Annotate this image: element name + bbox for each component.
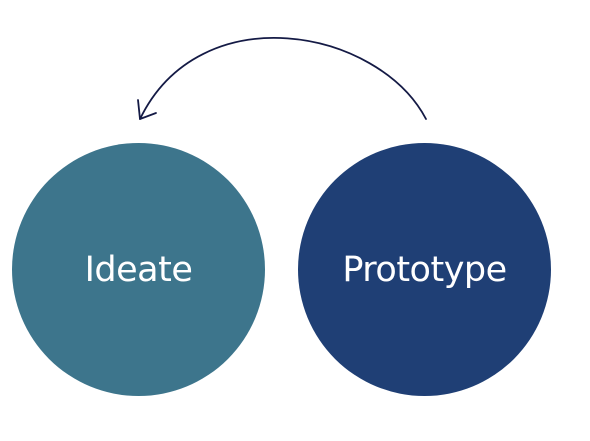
prototype-circle: Prototype xyxy=(298,143,551,396)
arrowhead-icon xyxy=(137,99,157,120)
ideate-circle: Ideate xyxy=(12,143,265,396)
prototype-label: Prototype xyxy=(342,249,507,290)
ideate-label: Ideate xyxy=(84,249,193,290)
arrow-curve xyxy=(139,37,427,120)
